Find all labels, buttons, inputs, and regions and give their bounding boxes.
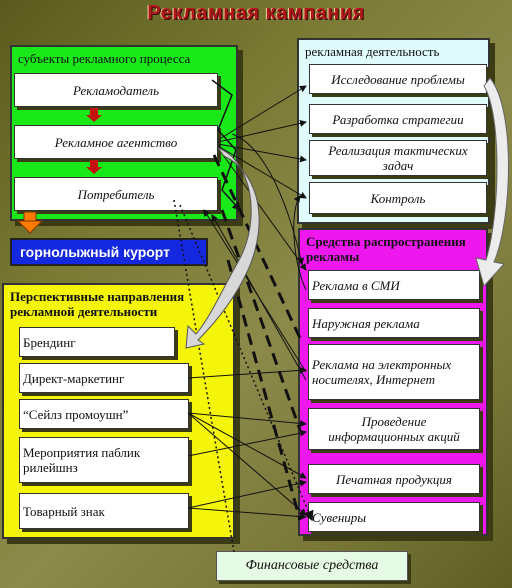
subjects-panel: субъекты рекламного процесса Рекламодате…: [10, 45, 238, 221]
finance-box: Финансовые средства: [216, 551, 408, 581]
activity-panel: рекламная деятельность Исследование проб…: [297, 38, 490, 224]
direction-branding-box: Брендинг: [19, 327, 175, 357]
media-heading: Средства распространения рекламы: [306, 234, 466, 264]
directions-panel: Перспективные направления рекламной деят…: [2, 283, 235, 539]
direction-pr-box: Мероприятия паблик рилейшнз: [19, 437, 189, 483]
direction-direct-marketing-box: Директ-маркетинг: [19, 363, 189, 393]
activity-tactics-box: Реализация тактических задач: [309, 140, 487, 176]
direction-trademark-box: Товарный знак: [19, 493, 189, 529]
agency-box: Рекламное агентство: [14, 125, 218, 159]
resort-box: горнолыжный курорт: [10, 238, 208, 266]
activity-heading: рекламная деятельность: [305, 44, 440, 59]
media-outdoor-box: Наружная реклама: [308, 308, 480, 338]
diagram-title: Рекламная кампания: [147, 2, 365, 24]
media-events-box: Проведение информационных акций: [308, 408, 480, 450]
media-electronic-box: Реклама на электронных носителях, Интерн…: [308, 344, 480, 400]
subjects-heading: субъекты рекламного процесса: [18, 51, 191, 66]
advertiser-box: Рекламодатель: [14, 73, 218, 107]
consumer-box: Потребитель: [14, 177, 218, 211]
activity-strategy-box: Разработка стратегии: [309, 104, 487, 134]
direction-sales-promotion-box: “Сейлз промоушн”: [19, 399, 189, 429]
directions-heading: Перспективные направления рекламной деят…: [10, 289, 185, 319]
activity-control-box: Контроль: [309, 182, 487, 214]
media-panel: Средства распространения рекламы Реклама…: [298, 228, 488, 536]
media-press-box: Реклама в СМИ: [308, 270, 480, 300]
activity-research-box: Исследование проблемы: [309, 64, 487, 94]
media-souvenirs-box: Сувениры: [308, 502, 480, 532]
media-print-box: Печатная продукция: [308, 464, 480, 494]
